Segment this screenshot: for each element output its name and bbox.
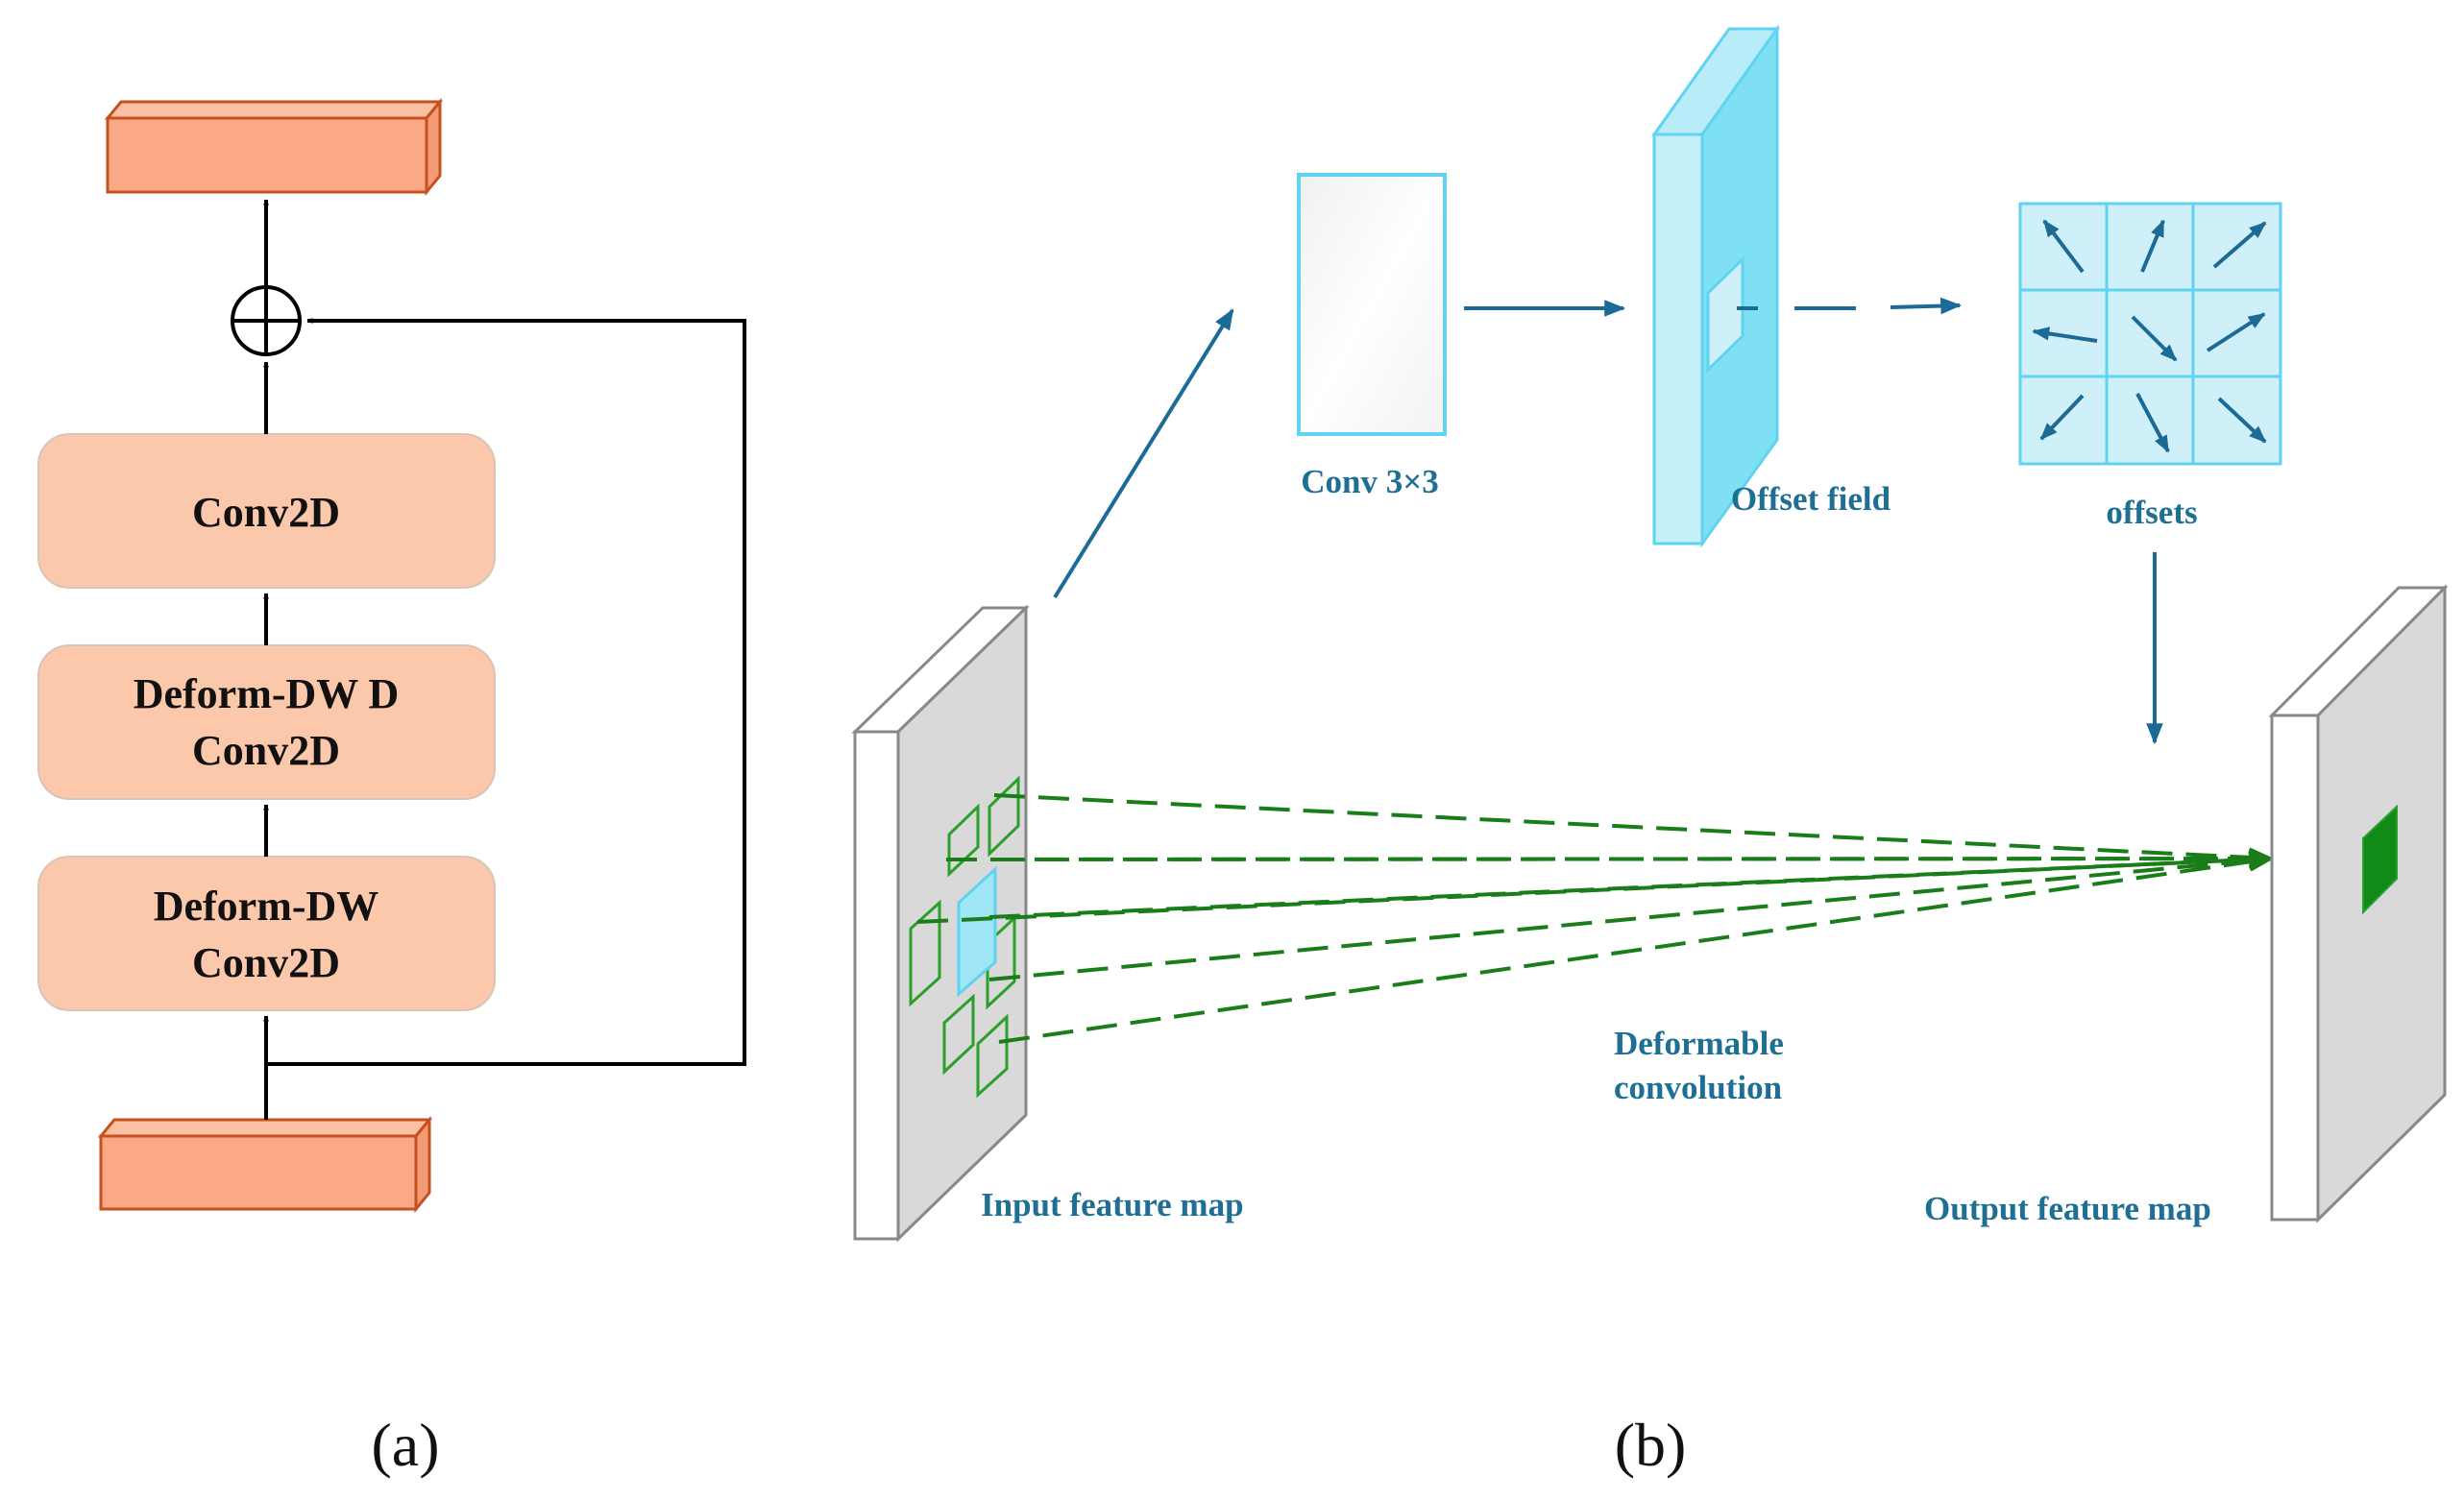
add-node-icon xyxy=(231,285,302,356)
output-feature-map-label: Output feature map xyxy=(1924,1190,2211,1227)
output-tensor xyxy=(104,97,444,197)
conv3x3-label: Conv 3×3 xyxy=(1301,463,1438,500)
offset-field-label: Offset field xyxy=(1731,480,1891,518)
arrow-input-to-conv xyxy=(1053,308,1234,599)
arrow-down-right-icon xyxy=(2131,315,2178,362)
panel-a: Conv2D Deform-DW D Conv2D Deform-DW Conv… xyxy=(37,97,746,1479)
deform-dw-d-conv2d-block: Deform-DW D Conv2D xyxy=(37,644,496,800)
offset-field-patch xyxy=(1706,255,1744,374)
arrow-down-right-icon xyxy=(2135,393,2170,453)
deformable-sampling-lines xyxy=(916,793,2275,1044)
offsets-grid xyxy=(2018,202,2282,466)
center-patch xyxy=(957,865,997,998)
arrow-down-left-icon xyxy=(2039,394,2085,441)
arrow-up-right-icon xyxy=(2206,312,2266,352)
panel-b: Conv 3×3 Offset field xyxy=(851,24,2449,1479)
arrow-up-left-icon xyxy=(2042,219,2085,274)
panel-b-label: (b) xyxy=(1615,1411,1687,1479)
offset-field-slab xyxy=(1651,24,1780,548)
output-feature-map xyxy=(2268,584,2449,1223)
panel-a-connectors xyxy=(263,199,746,1120)
input-feature-map-label: Input feature map xyxy=(981,1186,1244,1223)
conv2d-block: Conv2D xyxy=(37,433,496,589)
arrow-up-right-icon xyxy=(2140,219,2165,273)
conv2d-block-label: Conv2D xyxy=(192,489,340,536)
panel-a-label: (a) xyxy=(371,1411,439,1479)
output-pixel xyxy=(2362,804,2398,915)
sampling-patches xyxy=(909,775,1020,1099)
arrow-up-right-icon xyxy=(2212,221,2267,269)
deform-dw-d-label-line2: Conv2D xyxy=(192,727,340,774)
deformable-label-line1: Deformable xyxy=(1614,1025,1784,1062)
input-tensor xyxy=(97,1115,433,1214)
arrow-down-right-icon xyxy=(2217,397,2267,444)
offsets-label: offsets xyxy=(2106,494,2197,531)
skip-connection xyxy=(266,318,746,1066)
arrow-left-icon xyxy=(2032,327,2098,343)
deform-dw-label-line2: Conv2D xyxy=(192,939,340,986)
conv3x3-box xyxy=(1297,173,1447,436)
deform-dw-conv2d-block: Deform-DW Conv2D xyxy=(37,856,496,1011)
arrow-offset-field-to-offsets xyxy=(1737,297,1963,315)
deform-dw-label-line1: Deform-DW xyxy=(154,883,379,930)
deform-dw-d-label-line1: Deform-DW D xyxy=(134,670,400,717)
deformable-label-line2: convolution xyxy=(1614,1069,1782,1106)
